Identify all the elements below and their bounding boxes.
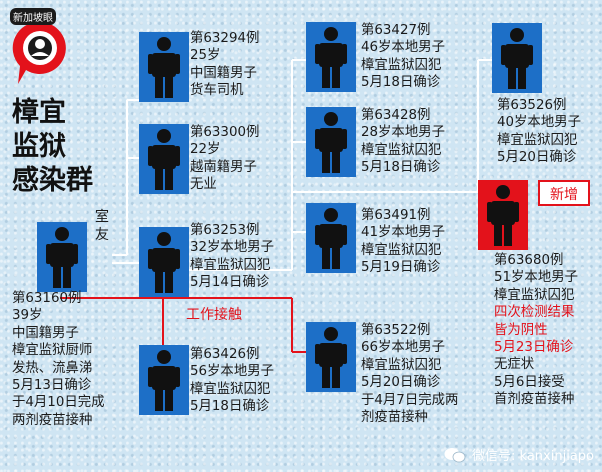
person-icon bbox=[45, 226, 79, 292]
case-63526-text: 第63526例 40岁本地男子 樟宜监狱囚犯 5月20日确诊 bbox=[497, 98, 581, 166]
person-icon bbox=[147, 128, 181, 194]
case-63491-text: 第63491例 41岁本地男子 樟宜监狱囚犯 5月19日确诊 bbox=[361, 208, 445, 276]
person-icon bbox=[486, 184, 520, 250]
case-63294-box bbox=[139, 32, 189, 102]
case-63522-box bbox=[306, 322, 356, 392]
case-63428-text: 第63428例 28岁本地男子 樟宜监狱囚犯 5月18日确诊 bbox=[361, 108, 445, 176]
title-line-2: 监狱 bbox=[12, 131, 66, 162]
case-63427-box bbox=[306, 22, 356, 92]
case-63426-box bbox=[139, 345, 189, 415]
case-63253-text: 第63253例 32岁本地男子 樟宜监狱囚犯 5月14日确诊 bbox=[190, 223, 274, 291]
case-63294-text: 第63294例 25岁 中国籍男子 货车司机 bbox=[190, 31, 260, 99]
case-63680-text: 第63680例 51岁本地男子 樟宜监狱囚犯 四次检测结果 皆为阴性 5月23日… bbox=[494, 253, 578, 408]
watermark: 微信号: kanxinjiapo bbox=[444, 445, 594, 464]
case-63491-box bbox=[306, 203, 356, 273]
case-63428-box bbox=[306, 107, 356, 177]
watermark-text: 微信号: kanxinjiapo bbox=[472, 449, 594, 464]
logo-text: 新加坡眼 bbox=[10, 8, 56, 25]
person-icon bbox=[314, 326, 348, 392]
magnifier-person-icon bbox=[12, 21, 66, 84]
person-icon bbox=[314, 111, 348, 177]
page-title: 樟宜 监狱 感染群 bbox=[12, 96, 93, 198]
person-icon bbox=[147, 36, 181, 102]
case-63522-text: 第63522例 66岁本地男子 樟宜监狱囚犯 5月20日确诊 于4月7日完成两 … bbox=[361, 323, 459, 426]
logo: 新加坡眼 bbox=[6, 6, 74, 88]
case-63426-text: 第63426例 56岁本地男子 樟宜监狱囚犯 5月18日确诊 bbox=[190, 347, 274, 415]
case-63160-box bbox=[37, 222, 87, 292]
person-icon bbox=[500, 27, 534, 93]
case-63680-box bbox=[478, 180, 528, 250]
person-icon bbox=[147, 349, 181, 415]
case-63160-text: 第63160例 39岁 中国籍男子 樟宜监狱厨师 发热、流鼻涕 5月13日确诊 … bbox=[12, 291, 105, 428]
case-63526-box bbox=[492, 23, 542, 93]
new-badge: 新增 bbox=[538, 180, 590, 206]
title-line-3: 感染群 bbox=[12, 165, 93, 196]
person-icon bbox=[314, 207, 348, 273]
case-63300-text: 第63300例 22岁 越南籍男子 无业 bbox=[190, 125, 260, 193]
roommate-label: 室 友 bbox=[95, 209, 109, 243]
case-63427-text: 第63427例 46岁本地男子 樟宜监狱囚犯 5月18日确诊 bbox=[361, 23, 445, 91]
title-line-1: 樟宜 bbox=[12, 97, 66, 128]
case-63253-box bbox=[139, 227, 189, 297]
work-contact-label: 工作接触 bbox=[186, 307, 242, 323]
person-icon bbox=[314, 26, 348, 92]
person-icon bbox=[147, 231, 181, 297]
wechat-icon bbox=[444, 447, 466, 462]
case-63300-box bbox=[139, 124, 189, 194]
